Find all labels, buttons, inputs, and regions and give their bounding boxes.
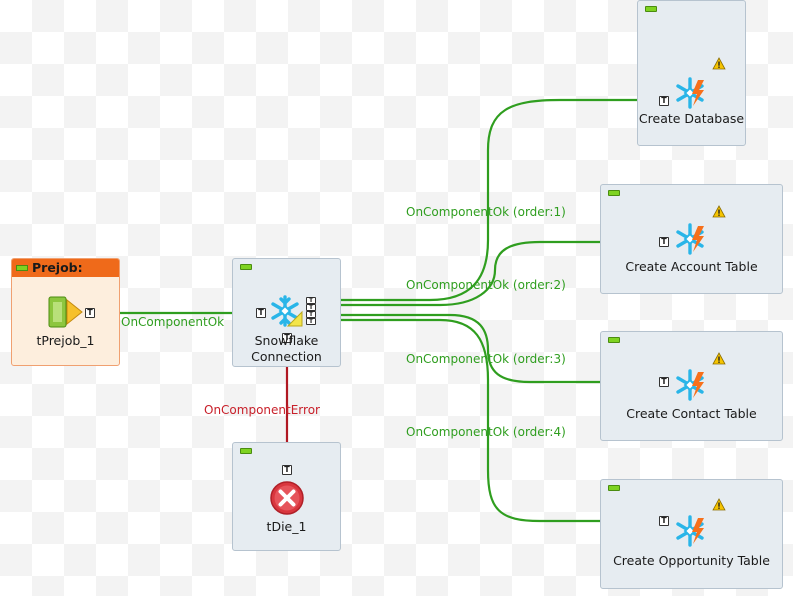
connection-label-line2: Connection [251, 349, 322, 364]
warning-icon [712, 352, 726, 365]
prejob-header: Prejob: [12, 259, 119, 277]
collapse-toggle[interactable] [608, 485, 620, 491]
connection-output-port-2[interactable]: T [306, 304, 316, 311]
snowflake-icon[interactable] [673, 514, 707, 548]
prejob-subjob[interactable]: Prejob: T tPrejob_1 [11, 258, 120, 366]
create-account-table-input-port[interactable]: T [659, 237, 669, 247]
create-contact-table-input-port[interactable]: T [659, 377, 669, 387]
collapse-toggle[interactable] [608, 190, 620, 196]
tdie-input-port[interactable]: T [282, 465, 292, 475]
connection-output-port-1[interactable]: T [306, 297, 316, 304]
prejob-title: Prejob: [32, 260, 83, 275]
create-opportunity-table-input-port[interactable]: T [659, 516, 669, 526]
tdie-label: tDie_1 [266, 519, 307, 534]
create-database-label: Create Database [638, 111, 745, 126]
collapse-toggle[interactable] [240, 448, 252, 454]
component-snowflake-connection[interactable] [232, 258, 341, 367]
link-label-prejob-ok[interactable]: OnComponentOk [121, 315, 225, 329]
connection-output-port-4[interactable]: T [306, 318, 316, 325]
create-contact-table-label: Create Contact Table [626, 406, 757, 421]
link-order1[interactable] [316, 98, 661, 302]
connection-label-line1: Snowflake [254, 333, 319, 348]
connection-error-port[interactable]: T [282, 333, 292, 343]
create-opportunity-table-label: Create Opportunity Table [613, 553, 770, 568]
collapse-toggle[interactable] [608, 337, 620, 343]
prejob-output-port[interactable]: T [85, 308, 95, 318]
collapse-toggle[interactable] [645, 6, 657, 12]
create-account-table-label: Create Account Table [625, 259, 758, 274]
link-label-order2[interactable]: OnComponentOk (order:2) [406, 278, 566, 292]
link-order3[interactable] [316, 313, 661, 384]
snowflake-icon[interactable] [673, 368, 707, 402]
component-create-database[interactable] [637, 0, 746, 146]
warning-icon [712, 498, 726, 511]
collapse-toggle[interactable] [16, 265, 28, 271]
link-label-order1[interactable]: OnComponentOk (order:1) [406, 205, 566, 219]
link-label-error[interactable]: OnComponentError [204, 403, 320, 417]
link-order4[interactable] [316, 318, 661, 523]
create-database-input-port[interactable]: T [659, 96, 669, 106]
link-label-order3[interactable]: OnComponentOk (order:3) [406, 352, 566, 366]
connection-output-port-3[interactable]: T [306, 311, 316, 318]
connection-input-port[interactable]: T [256, 308, 266, 318]
prejob-icon[interactable] [48, 296, 84, 328]
collapse-toggle[interactable] [240, 264, 252, 270]
snowflake-icon[interactable] [268, 294, 302, 328]
warning-icon [712, 205, 726, 218]
snowflake-icon[interactable] [673, 222, 707, 256]
warning-icon [712, 57, 726, 70]
snowflake-icon[interactable] [673, 76, 707, 110]
prejob-component-label: tPrejob_1 [36, 333, 95, 348]
error-x-icon[interactable] [269, 480, 305, 516]
link-order2[interactable] [316, 240, 661, 307]
link-label-order4[interactable]: OnComponentOk (order:4) [406, 425, 566, 439]
connection-status-icon [286, 310, 303, 327]
